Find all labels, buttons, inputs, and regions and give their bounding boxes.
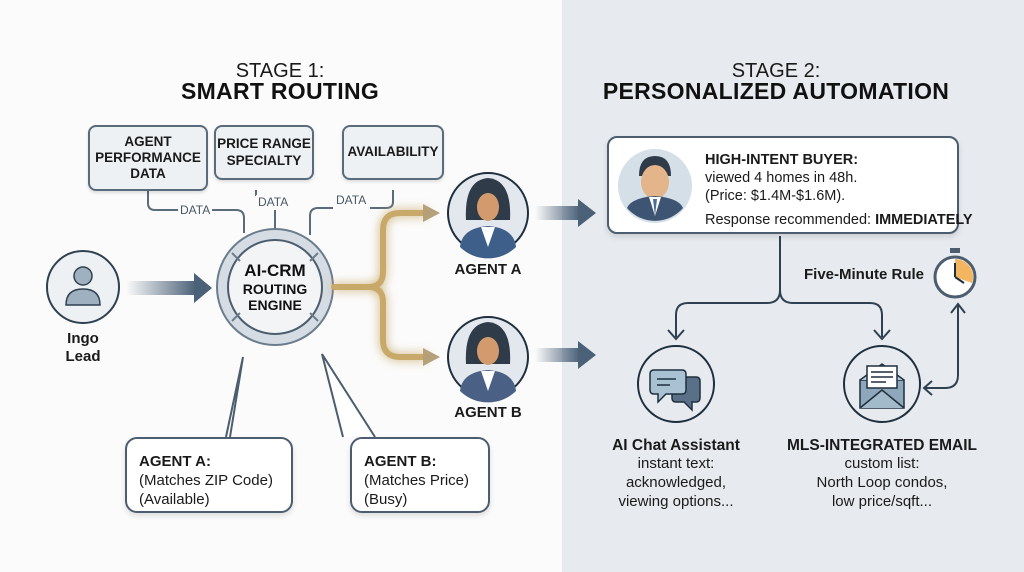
agent-to-stage2-arrows bbox=[535, 199, 596, 369]
agent-b-avatar bbox=[447, 316, 529, 403]
lead-avatar bbox=[46, 250, 120, 324]
source-agent-performance: AGENT PERFORMANCE DATA bbox=[88, 125, 208, 191]
callout-agent-a: AGENT A: (Matches ZIP Code) (Available) bbox=[125, 437, 293, 513]
source-availability: AVAILABILITY bbox=[342, 125, 444, 180]
agent-b-label: AGENT B bbox=[454, 404, 522, 421]
stage2-subtitle: STAGE 2: bbox=[731, 60, 821, 82]
data-line-performance-engine bbox=[212, 209, 245, 233]
stage1-title: SMART ROUTING bbox=[180, 78, 380, 104]
buyer-details: HIGH-INTENT BUYER: viewed 4 homes in 48h… bbox=[705, 152, 973, 229]
lead-to-engine-arrow bbox=[126, 273, 212, 303]
data-line-availability-engine bbox=[309, 207, 333, 235]
channel-mls-email: MLS-INTEGRATED EMAIL custom list: North … bbox=[786, 437, 977, 510]
golden-routing-paths bbox=[331, 210, 428, 360]
data-line-availability bbox=[370, 190, 394, 209]
routing-engine: AI-CRM ROUTING ENGINE bbox=[242, 261, 308, 313]
routing-engine-ring bbox=[216, 228, 334, 346]
stage2-title: PERSONALIZED AUTOMATION bbox=[602, 78, 950, 104]
agent-a-avatar bbox=[447, 172, 529, 259]
lead-label: Ingo Lead bbox=[65, 330, 101, 365]
data-line-performance bbox=[147, 190, 178, 211]
callout-pointers bbox=[225, 353, 376, 438]
five-minute-rule-label: Five-Minute Rule bbox=[804, 266, 925, 283]
source-price-range: PRICE RANGE SPECIALTY bbox=[214, 125, 314, 180]
route-arrow-a bbox=[423, 204, 440, 222]
channel-ai-chat: AI Chat Assistant instant text: acknowle… bbox=[612, 437, 740, 510]
data-label-availability: DATA bbox=[334, 193, 369, 207]
data-label-performance: DATA bbox=[178, 203, 213, 217]
route-arrow-b bbox=[423, 348, 440, 366]
high-intent-buyer-card: HIGH-INTENT BUYER: viewed 4 homes in 48h… bbox=[607, 136, 973, 234]
stage2-branch-lines bbox=[667, 236, 966, 396]
stopwatch-icon bbox=[933, 248, 977, 299]
male-buyer-avatar bbox=[618, 149, 692, 223]
callout-agent-b: AGENT B: (Matches Price) (Busy) bbox=[350, 437, 490, 513]
data-label-price: DATA bbox=[256, 195, 291, 209]
chat-bubbles-icon bbox=[637, 345, 715, 423]
stage1-subtitle: STAGE 1: bbox=[235, 60, 325, 82]
envelope-icon bbox=[843, 345, 921, 423]
agent-a-label: AGENT A bbox=[454, 261, 522, 278]
response-recommendation: Response recommended: IMMEDIATELY bbox=[705, 212, 973, 229]
